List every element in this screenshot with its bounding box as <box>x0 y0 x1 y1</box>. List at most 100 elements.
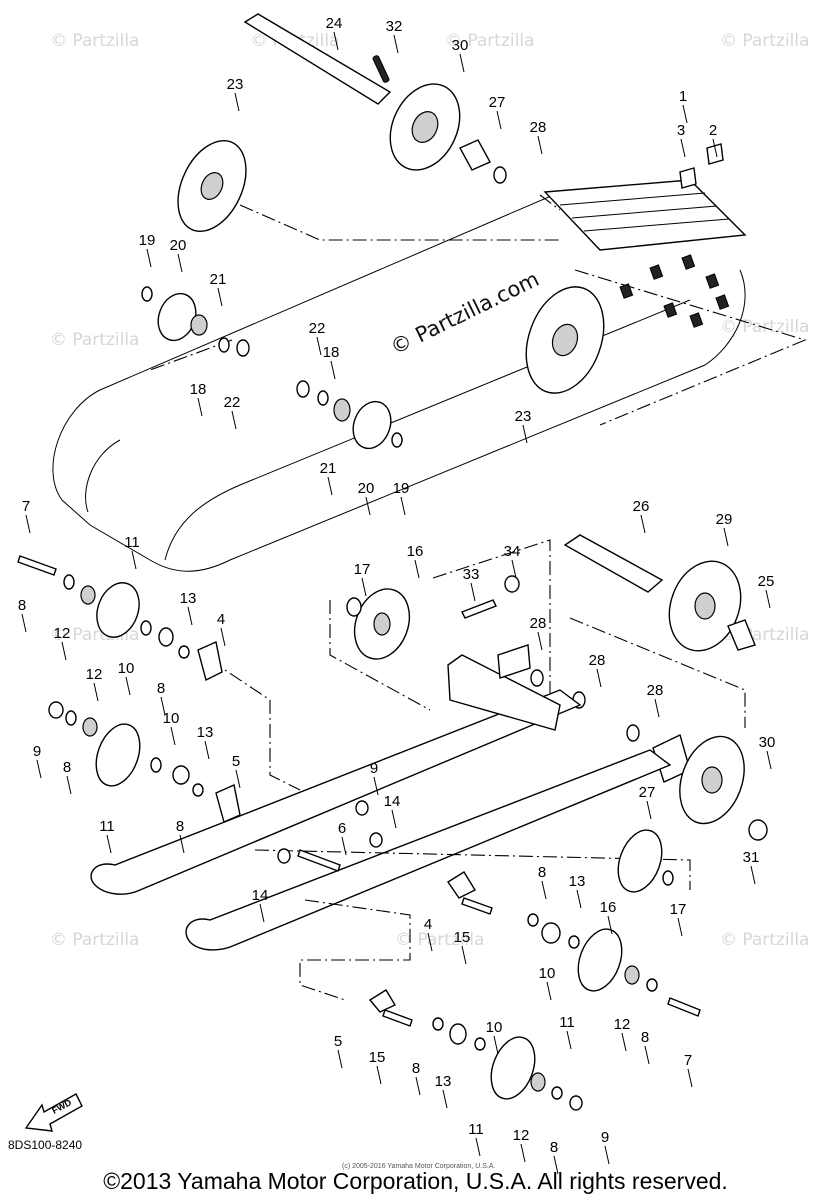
callout-14: 14 <box>384 793 401 810</box>
callout-10: 10 <box>539 965 556 982</box>
callout-11: 11 <box>124 534 140 551</box>
leader-line <box>170 726 176 746</box>
leader-line <box>442 1089 448 1109</box>
leader-line <box>61 641 67 661</box>
track-lug <box>619 283 634 299</box>
leader-line <box>607 915 613 935</box>
bracket <box>497 644 531 679</box>
leader-line <box>682 104 688 124</box>
callout-12: 12 <box>54 625 71 642</box>
pin <box>372 55 390 83</box>
leader-line <box>621 1032 627 1052</box>
callout-11: 11 <box>468 1121 484 1138</box>
slide-rail-left <box>90 689 582 895</box>
callout-8: 8 <box>412 1060 420 1077</box>
track-lug <box>663 302 678 318</box>
leader-line <box>511 559 517 579</box>
leader-line <box>537 135 543 155</box>
leader-line <box>576 889 582 909</box>
callout-28: 28 <box>530 615 547 632</box>
axle-shaft <box>243 13 392 105</box>
leader-line <box>644 1045 650 1065</box>
leader-line <box>765 589 771 609</box>
callout-29: 29 <box>716 511 733 528</box>
callout-8: 8 <box>550 1139 558 1156</box>
callout-26: 26 <box>633 498 650 515</box>
leader-line <box>231 410 237 430</box>
collar <box>727 619 756 651</box>
collar <box>459 139 491 171</box>
washer <box>626 724 640 742</box>
callout-28: 28 <box>530 119 547 136</box>
callout-11: 11 <box>99 818 115 835</box>
leader-line <box>654 698 660 718</box>
callout-5: 5 <box>232 753 240 770</box>
leader-line <box>604 1145 610 1165</box>
bushing <box>158 627 174 647</box>
callout-15: 15 <box>454 929 471 946</box>
callout-21: 21 <box>320 460 337 477</box>
nut <box>569 1095 583 1111</box>
leader-line <box>373 776 379 796</box>
rear-axle-group <box>177 13 724 394</box>
leader-line <box>712 138 718 158</box>
callout-28: 28 <box>647 682 664 699</box>
leader-line <box>493 1035 499 1055</box>
leader-line <box>36 759 42 779</box>
idler-small-parts <box>141 286 403 450</box>
callout-9: 9 <box>33 743 41 760</box>
leader-line <box>327 476 333 496</box>
leader-line <box>220 627 226 647</box>
leader-line <box>461 945 467 965</box>
track-lug <box>681 254 696 270</box>
leader-line <box>316 336 322 356</box>
leader-line <box>475 1137 481 1157</box>
callout-33: 33 <box>463 566 480 583</box>
leader-line <box>341 836 347 856</box>
callout-19: 19 <box>139 232 156 249</box>
leader-line <box>640 514 646 534</box>
bearing <box>190 314 208 336</box>
leader-line <box>427 932 433 952</box>
leader-line <box>677 917 683 937</box>
washer <box>391 432 403 448</box>
callout-21: 21 <box>210 271 227 288</box>
leader-lines <box>21 31 772 1175</box>
callout-16: 16 <box>407 543 424 560</box>
spacer <box>140 620 152 636</box>
track-lug <box>689 312 704 328</box>
spacer <box>474 1037 486 1051</box>
diagram-code: 8DS100-8240 <box>8 1138 83 1152</box>
callout-18: 18 <box>323 344 340 361</box>
nut <box>369 832 383 848</box>
callout-6: 6 <box>338 820 346 837</box>
bushing <box>449 1023 467 1045</box>
callout-10: 10 <box>163 710 180 727</box>
callout-27: 27 <box>489 94 506 111</box>
leader-line <box>766 750 772 770</box>
leader-line <box>522 424 528 444</box>
bolt <box>17 555 57 576</box>
callout-8: 8 <box>538 864 546 881</box>
callout-17: 17 <box>670 901 687 918</box>
leader-line <box>459 53 465 73</box>
wheel <box>577 928 623 992</box>
wheel <box>490 1036 536 1100</box>
callout-7: 7 <box>684 1052 692 1069</box>
spacer <box>568 935 580 949</box>
washer <box>662 870 674 886</box>
collar <box>82 717 98 737</box>
callout-14: 14 <box>252 887 269 904</box>
callout-23: 23 <box>227 76 244 93</box>
callout-4: 4 <box>217 611 225 628</box>
callout-19: 19 <box>393 480 410 497</box>
leader-line <box>234 92 240 112</box>
callout-31: 31 <box>743 849 760 866</box>
spacer <box>150 757 162 773</box>
leader-line <box>414 559 420 579</box>
leader-line <box>365 496 371 516</box>
callout-1: 1 <box>679 88 687 105</box>
callout-28: 28 <box>589 652 606 669</box>
leader-line <box>541 880 547 900</box>
